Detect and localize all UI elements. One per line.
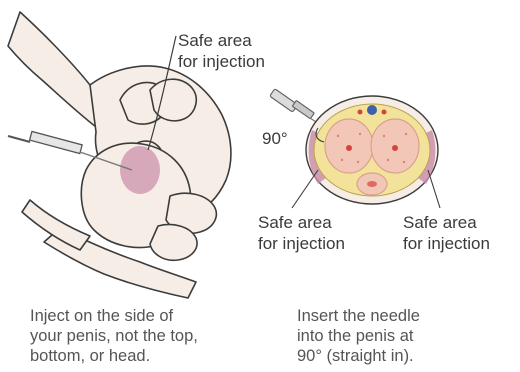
left-safe-area-label-line1: Safe area: [178, 30, 265, 51]
right-leader-line-right: [428, 170, 440, 208]
left-caption-line2: your penis, not the top,: [30, 326, 198, 346]
right-safe-area-label-left-line1: Safe area: [258, 212, 345, 233]
dorsal-vein: [367, 105, 377, 115]
right-safe-area-label-right-line2: for injection: [403, 233, 490, 254]
right-caption-line1: Insert the needle: [297, 306, 420, 326]
right-caption-line3: 90° (straight in).: [297, 346, 420, 366]
right-caption-line2: into the penis at: [297, 326, 420, 346]
left-caption-line3: bottom, or head.: [30, 346, 198, 366]
urethra: [367, 181, 377, 187]
dorsal-artery-left: [358, 110, 363, 115]
left-safe-area-highlight: [120, 146, 160, 194]
right-safe-area-label-right: Safe area for injection: [403, 212, 490, 254]
dorsal-artery-right: [382, 110, 387, 115]
left-safe-area-label: Safe area for injection: [178, 30, 265, 72]
left-caption-line1: Inject on the side of: [30, 306, 198, 326]
angle-label: 90°: [262, 128, 288, 149]
right-safe-area-label-left-line2: for injection: [258, 233, 345, 254]
left-caption: Inject on the side of your penis, not th…: [30, 306, 198, 366]
left-artery: [346, 145, 352, 151]
right-caption: Insert the needle into the penis at 90° …: [297, 306, 420, 366]
right-safe-area-label-left: Safe area for injection: [258, 212, 345, 254]
left-safe-area-label-line2: for injection: [178, 51, 265, 72]
right-artery: [392, 145, 398, 151]
right-safe-area-label-right-line1: Safe area: [403, 212, 490, 233]
right-leader-line-left: [292, 170, 318, 208]
